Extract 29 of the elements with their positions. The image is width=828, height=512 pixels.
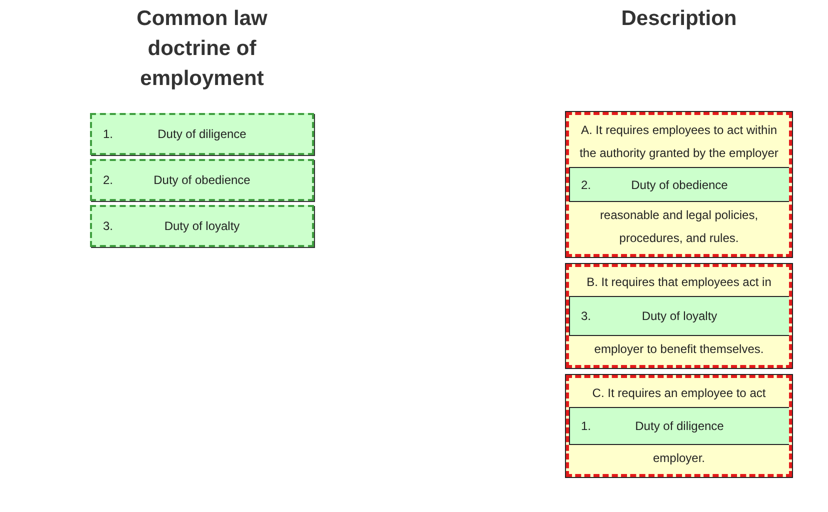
item-number: 2.: [103, 173, 114, 187]
description-text: B. It requires that employees act in: [586, 274, 772, 291]
item-number: 1.: [103, 127, 114, 141]
answer-text: Duty of loyalty: [642, 309, 718, 323]
description-text: employer.: [652, 450, 706, 467]
answer-text: Duty of diligence: [635, 419, 724, 433]
description-text: A. It requires employees to act within the authority granted by the employer: [578, 122, 780, 162]
answer-card: [90, 113, 314, 155]
answer-card: [569, 407, 789, 445]
answer-text: Duty of diligence: [158, 127, 246, 141]
description-text: employer to benefit themselves.: [593, 341, 765, 358]
answer-text: Duty of obedience: [631, 178, 728, 192]
answer-card: [90, 205, 314, 247]
item-number: 1.: [581, 419, 592, 433]
answer-card: [569, 167, 789, 202]
item-number: 3.: [581, 309, 592, 323]
answer-text: Duty of obedience: [154, 173, 250, 187]
column-heading: Common law doctrine of employment: [136, 6, 268, 92]
answer-card: [90, 159, 314, 201]
description-text: reasonable and legal policies, procedures, and rules.: [598, 207, 760, 247]
description-card: [566, 112, 792, 257]
column-heading: Description: [620, 6, 738, 32]
description-text: C. It requires an employee to act: [591, 385, 767, 402]
description-card: [566, 375, 792, 477]
description-card: [566, 264, 792, 368]
item-number: 3.: [103, 219, 114, 233]
item-number: 2.: [581, 178, 592, 192]
answer-card: [569, 296, 789, 336]
answer-text: Duty of loyalty: [164, 219, 240, 233]
